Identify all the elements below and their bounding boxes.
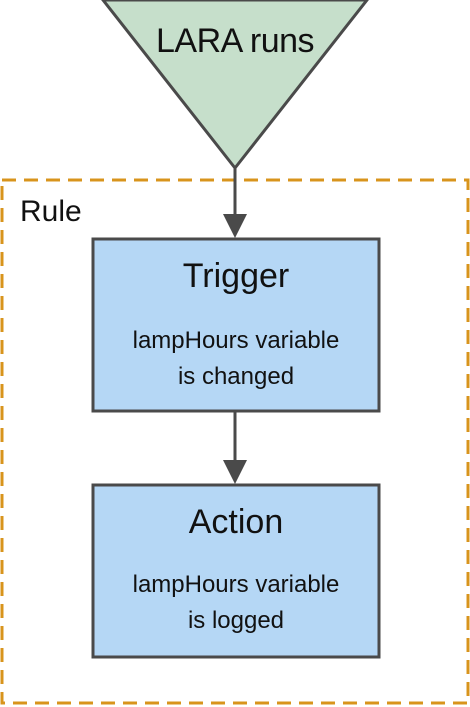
action-box — [91, 483, 381, 659]
trigger-box — [91, 237, 381, 413]
action-description: lampHours variable is logged — [93, 567, 379, 639]
trigger-title: Trigger — [182, 257, 290, 295]
arrowhead-trigger-action — [223, 460, 247, 484]
rule-label: Rule — [20, 195, 82, 228]
arrowhead-start-trigger — [223, 214, 247, 238]
start-label: LARA runs — [155, 22, 315, 60]
trigger-description-line-1: lampHours variable — [132, 327, 340, 354]
start-triangle — [101, 0, 369, 171]
trigger-description: lampHours variable is changed — [93, 323, 379, 395]
action-description-line-2: is logged — [187, 607, 285, 634]
action-title: Action — [188, 503, 284, 541]
trigger-description-line-2: is changed — [177, 363, 295, 390]
action-description-line-1: lampHours variable — [132, 571, 340, 598]
